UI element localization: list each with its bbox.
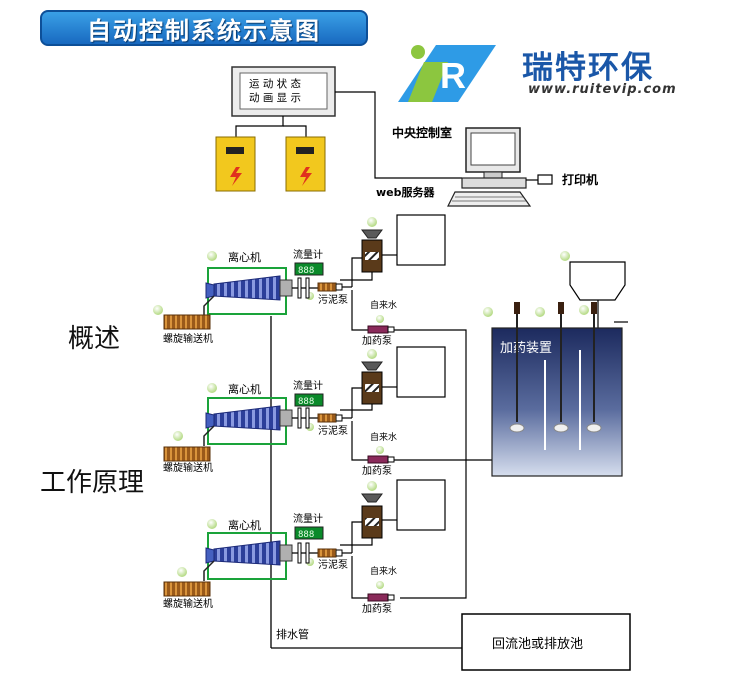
tap-water-label: 自来水 — [370, 431, 397, 443]
centrifuge-drum — [213, 540, 281, 566]
svg-text:888: 888 — [298, 266, 314, 276]
centrifuge-label: 离心机 — [228, 518, 261, 532]
printer-icon — [537, 174, 553, 185]
web-server-label: web服务器 — [376, 185, 435, 199]
tap-water-label: 自来水 — [370, 565, 397, 577]
centrifuge-label: 离心机 — [228, 382, 261, 396]
flowmeter-label: 流量计 — [293, 248, 323, 261]
flowmeter-display — [294, 262, 324, 276]
centrifuge-label: 离心机 — [228, 250, 261, 264]
screw-conveyor — [163, 446, 211, 462]
return-pool — [461, 613, 631, 671]
sludge-pump-label: 污泥泵 — [318, 424, 348, 437]
flowmeter-display — [294, 526, 324, 540]
screw-conveyor-label: 螺旋输送机 — [163, 597, 213, 610]
centrifuge-drum — [213, 275, 281, 301]
display-panel: 运 动 状 态 动 画 显 示 — [231, 66, 336, 117]
control-cabinet — [215, 136, 256, 192]
screw-conveyor — [163, 314, 211, 330]
dosing-pump-label: 加药泵 — [362, 335, 392, 347]
display-line-2: 动 画 显 示 — [249, 92, 301, 104]
computer-icon — [447, 127, 532, 207]
screw-conveyor-label: 螺旋输送机 — [163, 332, 213, 345]
dosing-device-tank: 加药装置 — [483, 251, 628, 477]
tap-water-label: 自来水 — [370, 299, 397, 311]
screw-conveyor-label: 螺旋输送机 — [163, 461, 213, 474]
dewatering-unit-3: 离心机 流量计 888 螺旋输送机 污泥泵 自来水 加药泵 — [163, 479, 446, 615]
dewatering-unit-2: 离心机 流量计 888 螺旋输送机 污泥泵 自来水 加药泵 — [163, 346, 492, 477]
indicator-light — [207, 383, 217, 393]
drain-pipe-label: 排水管 — [276, 627, 309, 641]
sludge-pump — [317, 413, 337, 423]
dosing-pump-label: 加药泵 — [362, 603, 392, 615]
dosing-pump — [367, 593, 389, 602]
sludge-pump-label: 污泥泵 — [318, 558, 348, 571]
flowmeter-label: 流量计 — [293, 512, 323, 525]
sludge-pump — [317, 282, 337, 292]
page-title: 自动控制系统示意图 — [40, 10, 368, 46]
dewatering-unit-1: 离心机 流量计 888 螺旋输送机 污泥泵 自来水 — [153, 214, 467, 599]
brand-url: www.ruitevip.com — [528, 82, 677, 97]
svg-text:888: 888 — [298, 530, 314, 540]
indicator-light — [207, 519, 217, 529]
display-line-1: 运 动 状 态 — [249, 77, 302, 90]
sludge-pump — [317, 548, 337, 558]
dosing-device-label: 加药装置 — [500, 341, 552, 356]
svg-text:888: 888 — [298, 397, 314, 407]
company-logo: R — [398, 45, 496, 102]
dosing-pump-label: 加药泵 — [362, 465, 392, 477]
svg-text:R: R — [440, 55, 466, 96]
return-pool-label: 回流池或排放池 — [492, 637, 583, 652]
control-cabinet — [285, 136, 326, 192]
indicator-light — [207, 251, 217, 261]
brand-name: 瑞特环保 — [522, 50, 654, 86]
dosing-pump — [367, 455, 389, 464]
sludge-pump-label: 污泥泵 — [318, 293, 348, 306]
flowmeter-label: 流量计 — [293, 379, 323, 392]
control-room-label: 中央控制室 — [392, 125, 452, 140]
dosing-pump — [367, 325, 389, 334]
centrifuge-drum — [213, 405, 281, 431]
screw-conveyor — [163, 581, 211, 597]
heading-overview[interactable]: 概述 — [68, 324, 121, 354]
flowmeter-display — [294, 393, 324, 407]
heading-principle[interactable]: 工作原理 — [40, 468, 145, 498]
printer-label: 打印机 — [562, 172, 598, 187]
